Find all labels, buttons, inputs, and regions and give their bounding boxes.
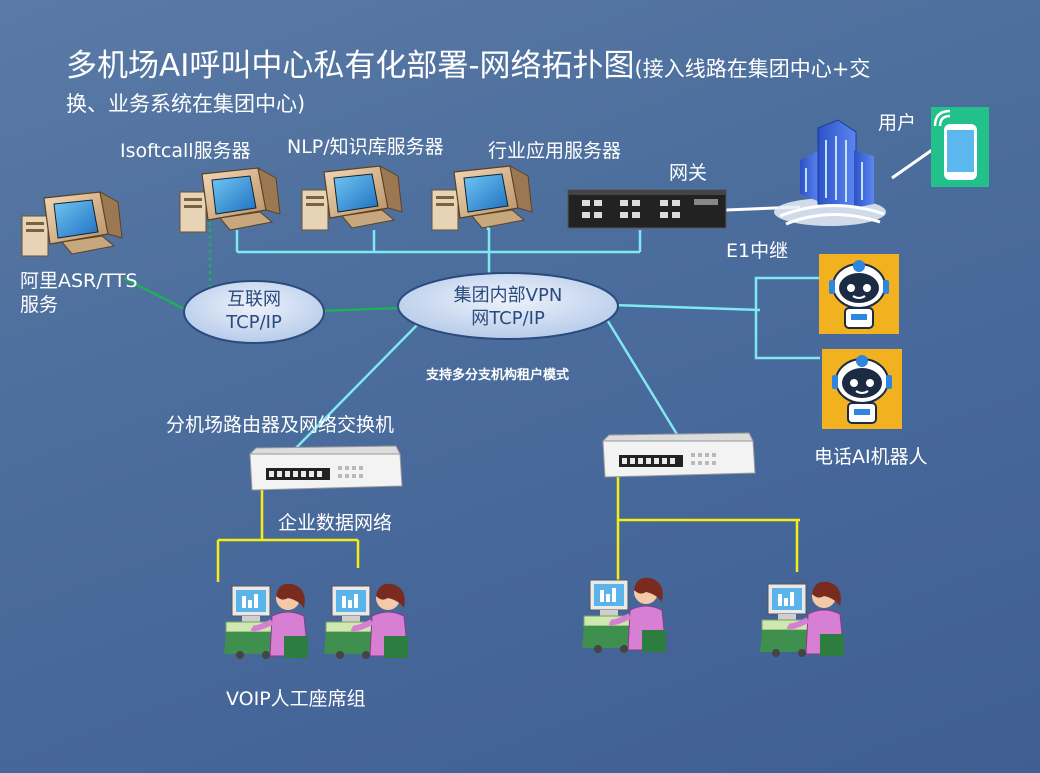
nlp-server-icon [301, 165, 403, 231]
mobile-phone-icon [931, 107, 989, 187]
vpn-label-line2: 网TCP/IP [471, 308, 545, 329]
ai-robot-icon [818, 253, 900, 335]
vpn-cloud-label: 集团内部VPN 网TCP/IP [418, 284, 598, 330]
voip-agent-icon [224, 584, 308, 659]
industry-app-label: 行业应用服务器 [488, 140, 622, 162]
voip-group-label: VOIP人工座席组 [226, 688, 366, 710]
nlp-label: NLP/知识库服务器 [287, 136, 444, 158]
internet-label-line1: 互联网 [227, 289, 281, 310]
branch-switch-icon [602, 432, 756, 478]
branch-switch-icon [249, 445, 403, 491]
ali-asr-label-line2: 服务 [20, 294, 59, 316]
isoftcall-label: Isoftcall服务器 [120, 140, 251, 162]
industry-app-server-icon [431, 165, 533, 231]
internet-label-line2: TCP/IP [226, 312, 282, 333]
internet-cloud [183, 280, 325, 344]
voip-agent-icon [324, 584, 408, 659]
voip-agent-icon [760, 582, 844, 657]
internet-cloud-label: 互联网 TCP/IP [184, 288, 324, 334]
ali-asr-label-line1: 阿里ASR/TTS [20, 270, 138, 292]
vpn-cloud [397, 272, 619, 340]
user-label: 用户 [878, 112, 917, 134]
ai-robot-icon [821, 348, 903, 430]
voip-agent-icon [582, 578, 666, 653]
isoftcall-server-icon [179, 167, 281, 233]
page-title: 多机场AI呼叫中心私有化部署-网络拓扑图(接入线路在集团中心+交 [66, 48, 871, 84]
enterprise-net-label: 企业数据网络 [278, 512, 393, 534]
multi-tenant-note: 支持多分支机构租户模式 [426, 368, 570, 383]
vpn-links [235, 216, 820, 449]
page-subtitle: 换、业务系统在集团中心) [66, 92, 306, 116]
building-icon [774, 119, 886, 226]
ali-asr-server-icon [21, 191, 123, 257]
gateway-device-icon [567, 189, 727, 229]
ai-robot-label: 电话AI机器人 [814, 446, 928, 468]
vpn-label-line1: 集团内部VPN [453, 285, 563, 306]
lan-links [216, 476, 800, 582]
branch-router-label: 分机场路由器及网络交换机 [166, 414, 395, 436]
gateway-label: 网关 [669, 162, 708, 184]
e1-trunk-label: E1中继 [726, 240, 789, 262]
internet-links [123, 222, 401, 313]
